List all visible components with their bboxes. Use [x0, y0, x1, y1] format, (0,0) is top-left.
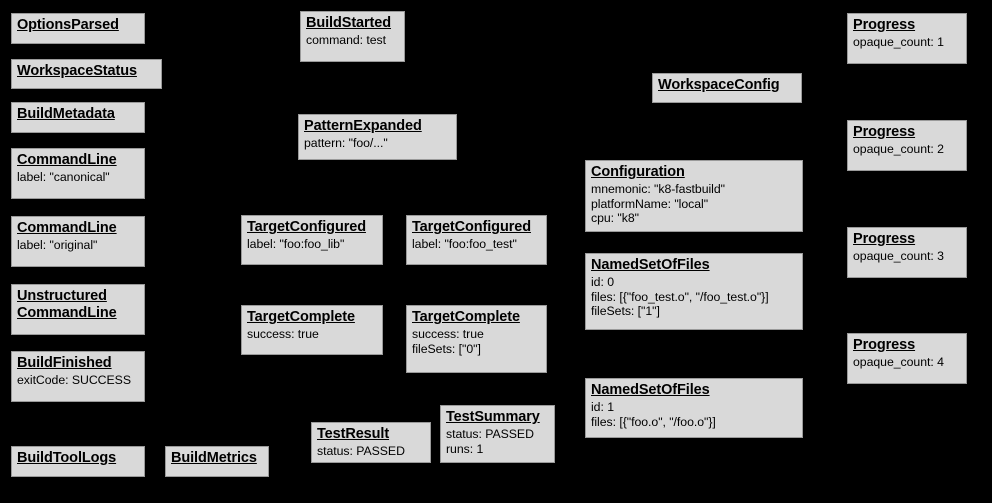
node-title: BuildMetrics — [171, 450, 257, 466]
node-field: id: 1 — [591, 400, 614, 415]
node-field: label: "canonical" — [17, 170, 110, 185]
node-fields: label: "original" — [17, 238, 139, 253]
node-title: Progress — [853, 17, 916, 33]
node-unstructured-command-line[interactable]: Unstructured CommandLine — [11, 284, 145, 335]
node-workspace-status[interactable]: WorkspaceStatus — [11, 59, 162, 89]
node-title: BuildToolLogs — [17, 450, 117, 466]
node-field: opaque_count: 2 — [853, 142, 944, 157]
node-field: fileSets: ["1"] — [591, 304, 660, 319]
node-title: CommandLine — [17, 152, 117, 168]
node-command-line-original[interactable]: CommandLine label: "original" — [11, 216, 145, 267]
node-fields: label: "foo:foo_test" — [412, 237, 541, 252]
node-fields: exitCode: SUCCESS — [17, 373, 139, 388]
node-field: fileSets: ["0"] — [412, 341, 481, 356]
node-workspace-config[interactable]: WorkspaceConfig — [652, 73, 802, 103]
node-field: success: true — [247, 327, 319, 342]
node-fields: pattern: "foo/..." — [304, 136, 451, 151]
node-field: mnemonic: "k8-fastbuild" — [591, 182, 725, 197]
node-configuration[interactable]: Configuration mnemonic: "k8-fastbuild"pla… — [585, 160, 803, 232]
node-build-tool-logs[interactable]: BuildToolLogs — [11, 446, 145, 477]
node-field: pattern: "foo/..." — [304, 136, 388, 151]
node-title: BuildStarted — [306, 15, 392, 31]
node-title: Progress — [853, 337, 916, 353]
node-title: Unstructured CommandLine — [17, 288, 117, 322]
node-build-finished[interactable]: BuildFinished exitCode: SUCCESS — [11, 351, 145, 402]
node-field: files: [{"foo_test.o", "/foo_test.o"}] — [591, 289, 769, 304]
node-field: status: PASSED — [446, 427, 534, 442]
node-title: PatternExpanded — [304, 118, 422, 134]
node-fields: opaque_count: 2 — [853, 142, 961, 157]
node-title: CommandLine — [17, 220, 117, 236]
node-build-metadata[interactable]: BuildMetadata — [11, 102, 145, 133]
node-options-parsed[interactable]: OptionsParsed — [11, 13, 145, 44]
node-fields: opaque_count: 4 — [853, 355, 961, 370]
node-fields: opaque_count: 3 — [853, 249, 961, 264]
node-title: Progress — [853, 231, 916, 247]
node-field: label: "original" — [17, 238, 98, 253]
node-title: TargetComplete — [247, 309, 355, 325]
node-fields: status: PASSED — [317, 444, 425, 459]
node-field: id: 0 — [591, 275, 614, 290]
node-progress-3[interactable]: Progress opaque_count: 3 — [847, 227, 967, 278]
node-progress-4[interactable]: Progress opaque_count: 4 — [847, 333, 967, 384]
node-build-metrics[interactable]: BuildMetrics — [165, 446, 269, 477]
node-title: WorkspaceConfig — [658, 77, 780, 93]
node-field: command: test — [306, 33, 386, 48]
node-title: WorkspaceStatus — [17, 63, 137, 79]
node-field: exitCode: SUCCESS — [17, 373, 131, 388]
node-field: label: "foo:foo_lib" — [247, 237, 345, 252]
node-title: Progress — [853, 124, 916, 140]
node-title: BuildMetadata — [17, 106, 115, 122]
node-pattern-expanded[interactable]: PatternExpanded pattern: "foo/..." — [298, 114, 457, 160]
node-title: NamedSetOfFiles — [591, 257, 710, 273]
node-progress-2[interactable]: Progress opaque_count: 2 — [847, 120, 967, 171]
node-field: opaque_count: 4 — [853, 355, 944, 370]
node-field: status: PASSED — [317, 444, 405, 459]
node-build-started[interactable]: BuildStarted command: test — [300, 11, 405, 62]
node-title: TestResult — [317, 426, 390, 442]
node-title: TargetComplete — [412, 309, 520, 325]
node-field: label: "foo:foo_test" — [412, 237, 517, 252]
node-fields: success: true — [247, 327, 377, 342]
node-field: cpu: "k8" — [591, 211, 639, 226]
node-fields: opaque_count: 1 — [853, 35, 961, 50]
node-title: TargetConfigured — [247, 219, 366, 235]
node-progress-1[interactable]: Progress opaque_count: 1 — [847, 13, 967, 64]
node-fields: label: "canonical" — [17, 170, 139, 185]
node-title: Configuration — [591, 164, 685, 180]
node-fields: label: "foo:foo_lib" — [247, 237, 377, 252]
node-title: OptionsParsed — [17, 17, 119, 33]
node-title: BuildFinished — [17, 355, 112, 371]
node-fields: mnemonic: "k8-fastbuild"platformName: "l… — [591, 182, 797, 226]
node-command-line-canonical[interactable]: CommandLine label: "canonical" — [11, 148, 145, 199]
node-field: runs: 1 — [446, 441, 484, 456]
node-fields: command: test — [306, 33, 399, 48]
node-field: opaque_count: 1 — [853, 35, 944, 50]
node-target-complete-lib[interactable]: TargetComplete success: true — [241, 305, 383, 355]
node-test-result[interactable]: TestResult status: PASSED — [311, 422, 431, 463]
node-target-configured-foo-test[interactable]: TargetConfigured label: "foo:foo_test" — [406, 215, 547, 265]
node-field: platformName: "local" — [591, 196, 709, 211]
node-title: TestSummary — [446, 409, 540, 425]
node-field: success: true — [412, 327, 484, 342]
node-field: opaque_count: 3 — [853, 249, 944, 264]
node-field: files: [{"foo.o", "/foo.o"}] — [591, 414, 716, 429]
node-title: TargetConfigured — [412, 219, 531, 235]
node-target-configured-foo-lib[interactable]: TargetConfigured label: "foo:foo_lib" — [241, 215, 383, 265]
node-title: NamedSetOfFiles — [591, 382, 710, 398]
